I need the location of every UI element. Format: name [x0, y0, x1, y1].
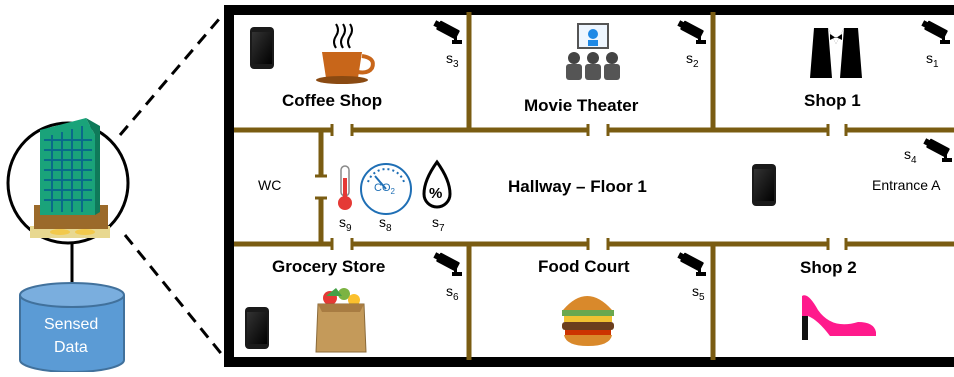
room-label-shop2: Shop 2 — [800, 258, 857, 277]
smartphone-icon — [245, 307, 269, 349]
zoom-line-bottom — [123, 234, 230, 363]
co2-label: CO2 — [374, 182, 395, 197]
humidity-percent-symbol: % — [429, 185, 443, 202]
room-label-coffee-shop: Coffee Shop — [282, 91, 383, 110]
door-ticks — [315, 124, 848, 250]
tuxedo-icon — [810, 28, 862, 78]
audience-icon — [566, 23, 620, 80]
camera-icon — [921, 20, 950, 44]
room-label-movie-theater: Movie Theater — [524, 96, 639, 115]
sensor-label-s7: s7 — [432, 214, 445, 234]
zoom-line-top — [118, 17, 222, 136]
smartphone-icon — [752, 164, 776, 206]
room-label-wc: WC — [258, 177, 282, 193]
burger-icon — [562, 296, 614, 346]
camera-icon — [433, 20, 462, 44]
camera-icon — [677, 252, 706, 276]
sensor-label-s2: s2 — [686, 50, 699, 70]
smartphone-icon — [250, 27, 274, 69]
sensor-label-s5: s5 — [692, 283, 705, 303]
coffee-cup-icon — [316, 23, 375, 84]
sensor-label-s9: s9 — [339, 214, 352, 234]
sensor-label-s8: s8 — [379, 214, 392, 234]
database-label-line2: Data — [54, 339, 88, 356]
thermometer-icon — [338, 165, 352, 210]
database-cylinder-icon — [19, 282, 125, 373]
co2-gauge-icon — [360, 163, 412, 215]
room-label-grocery-store: Grocery Store — [272, 257, 386, 276]
walls — [234, 12, 954, 360]
room-label-food-court: Food Court — [538, 257, 630, 276]
humidity-drop-icon — [422, 159, 452, 209]
building-icon — [6, 118, 130, 245]
room-label-shop1: Shop 1 — [804, 91, 861, 110]
camera-icon — [923, 138, 952, 162]
camera-icon — [677, 20, 706, 44]
sensor-label-s4: s4 — [904, 146, 917, 166]
sensor-label-s1: s1 — [926, 50, 939, 70]
entrance-label: Entrance A — [872, 177, 941, 193]
camera-icon — [433, 252, 462, 276]
database-label-line1: Sensed — [44, 316, 99, 333]
sensor-label-s6: s6 — [446, 283, 459, 303]
grocery-bag-icon — [315, 288, 367, 353]
floor-frame — [224, 5, 954, 367]
room-label-hallway: Hallway – Floor 1 — [508, 177, 647, 196]
high-heel-icon — [802, 295, 876, 340]
sensor-label-s3: s3 — [446, 50, 459, 70]
